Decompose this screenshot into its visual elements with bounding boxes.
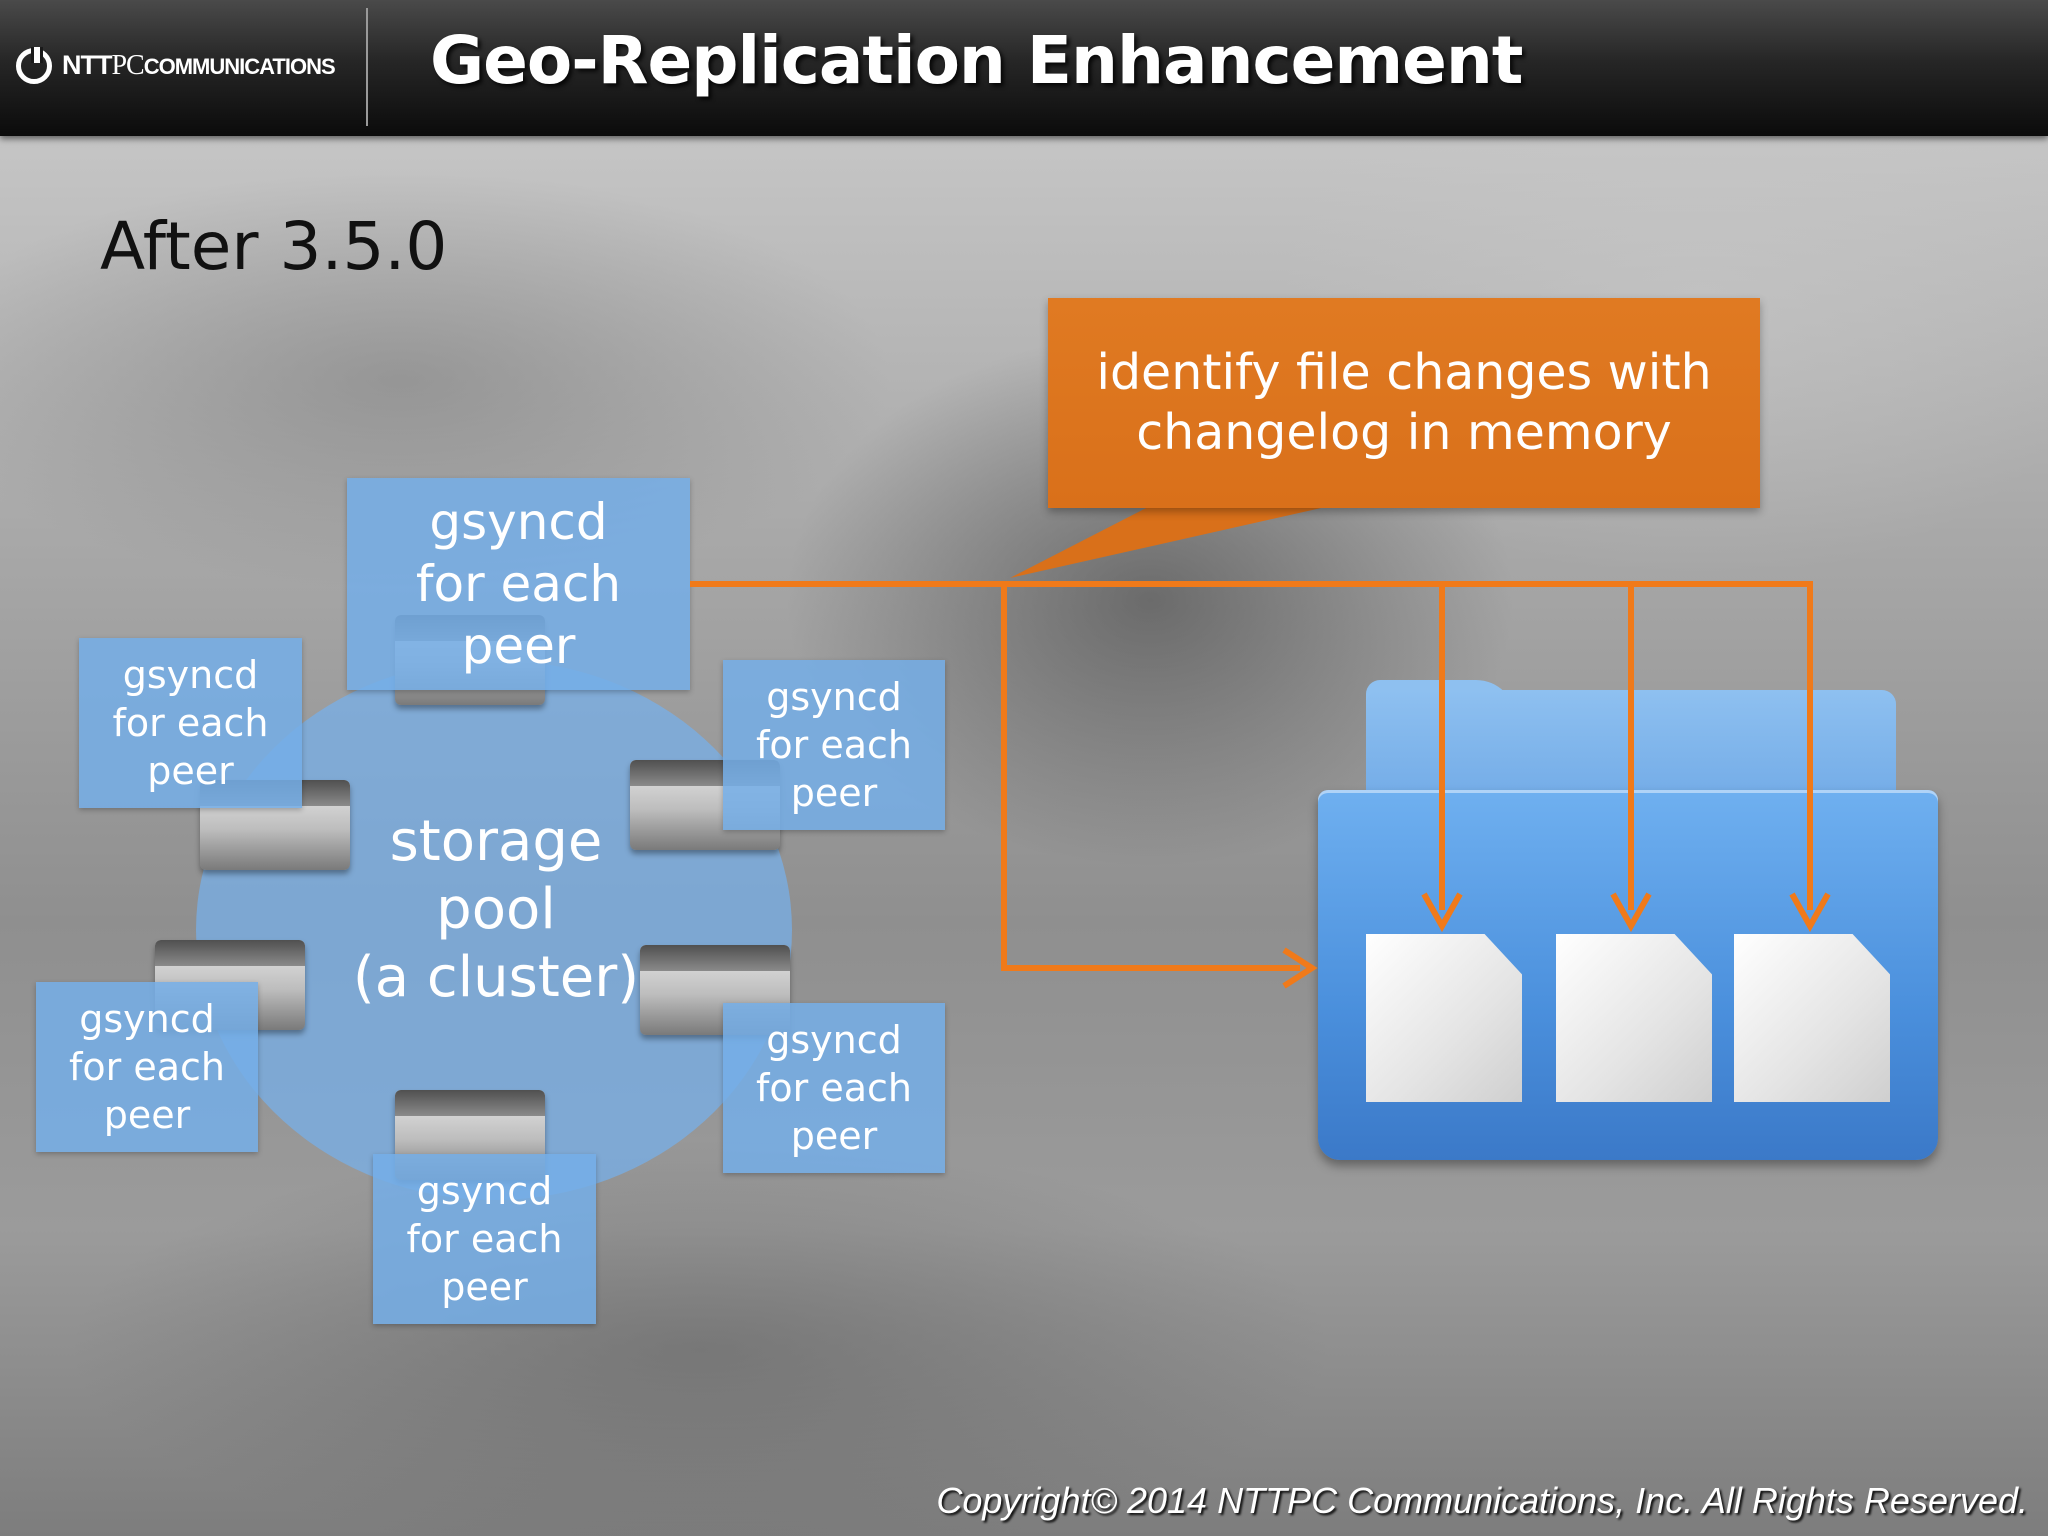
slide-title: Geo-Replication Enhancement bbox=[430, 22, 1523, 99]
copyright-notice: Copyright© 2014 NTTPC Communications, In… bbox=[936, 1480, 2028, 1521]
arrow-heads bbox=[1282, 892, 1831, 989]
logo-text: NTTPCCOMMUNICATIONS bbox=[62, 50, 336, 82]
logo-text-ntt: NTT bbox=[62, 50, 112, 80]
gsyncd-label: gsyncd for each peer bbox=[756, 1018, 912, 1158]
file-icon bbox=[1734, 934, 1890, 1102]
gsyncd-box-lower-right: gsyncd for each peer bbox=[723, 1003, 945, 1173]
company-logo: NTTPCCOMMUNICATIONS bbox=[16, 44, 336, 88]
file-icon bbox=[1556, 934, 1712, 1102]
gsyncd-box-top: gsyncd for each peer bbox=[347, 478, 690, 690]
gsyncd-box-bottom: gsyncd for each peer bbox=[373, 1154, 596, 1324]
gsyncd-label: gsyncd for each peer bbox=[112, 653, 269, 793]
gsyncd-box-lower-left: gsyncd for each peer bbox=[36, 982, 258, 1152]
gsyncd-box-upper-right: gsyncd for each peer bbox=[723, 660, 945, 830]
ntt-logo-icon bbox=[16, 47, 52, 84]
file-icon bbox=[1366, 934, 1522, 1102]
gsyncd-box-upper-left: gsyncd for each peer bbox=[79, 638, 302, 808]
arrow-line-folder bbox=[1001, 584, 1300, 971]
storage-pool-label: storage pool (a cluster) bbox=[352, 809, 640, 1010]
arrowhead-icon bbox=[1282, 947, 1318, 989]
gsyncd-label: gsyncd for each peer bbox=[415, 493, 622, 675]
header-divider bbox=[366, 8, 368, 126]
callout-text: identify file changes with changelog in … bbox=[1096, 344, 1712, 461]
gsyncd-label: gsyncd for each peer bbox=[756, 675, 912, 815]
arrowhead-icon bbox=[1421, 892, 1463, 933]
callout-box: identify file changes with changelog in … bbox=[1048, 298, 1760, 508]
logo-text-communications: COMMUNICATIONS bbox=[143, 54, 336, 79]
arrow-lines bbox=[690, 581, 1813, 971]
arrowhead-icon bbox=[1789, 892, 1831, 933]
arrowhead-icon bbox=[1610, 892, 1652, 933]
logo-text-pc: PC bbox=[111, 50, 144, 81]
arrow-line-main bbox=[690, 581, 1813, 910]
slide-subtitle: After 3.5.0 bbox=[100, 208, 448, 285]
gsyncd-label: gsyncd for each peer bbox=[69, 997, 225, 1137]
header-bar: NTTPCCOMMUNICATIONS Geo-Replication Enha… bbox=[0, 0, 2048, 136]
callout-pointer bbox=[1010, 506, 1330, 578]
gsyncd-label: gsyncd for each peer bbox=[406, 1169, 563, 1309]
